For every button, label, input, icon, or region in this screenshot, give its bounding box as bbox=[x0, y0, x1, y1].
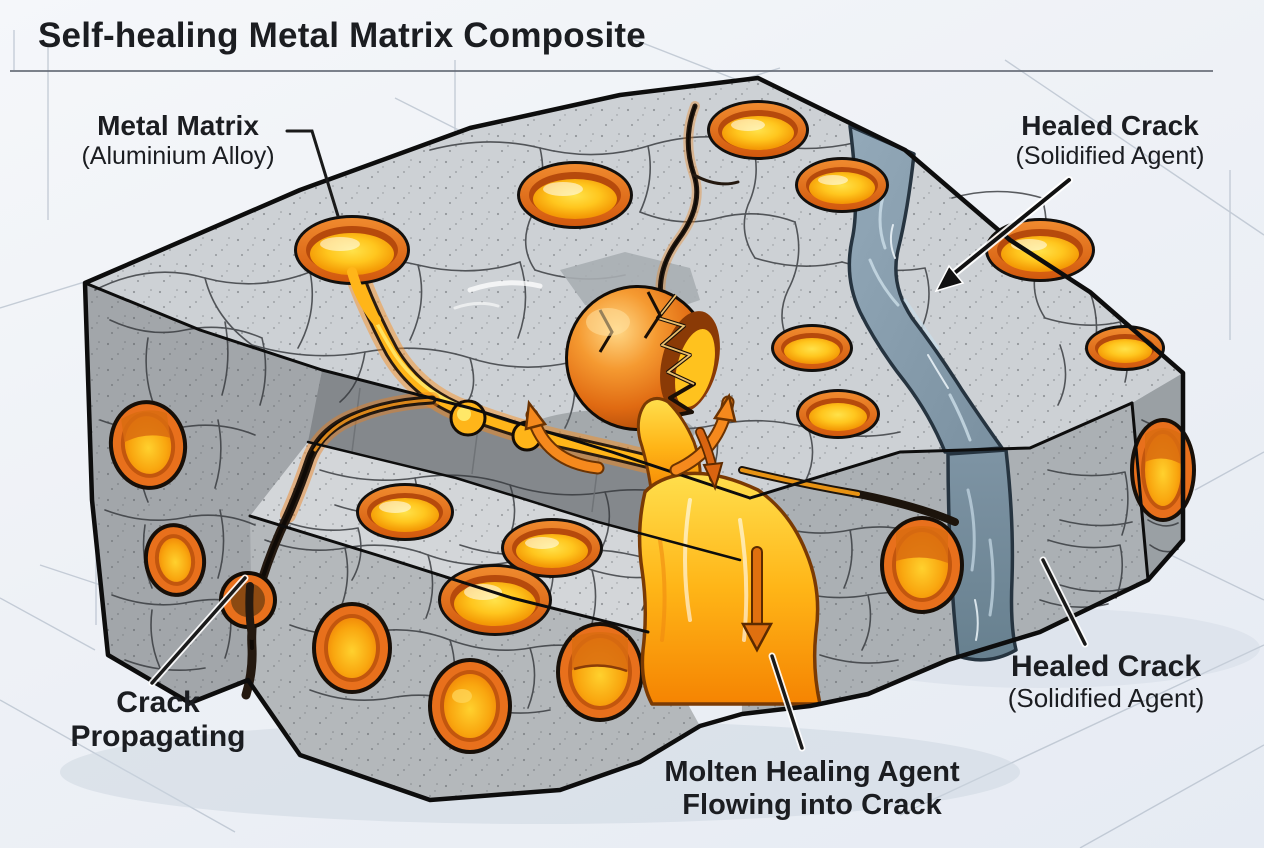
leader-healed-crack-bottom bbox=[1039, 556, 1089, 648]
capsule-top bbox=[438, 564, 552, 636]
page-title: Self-healing Metal Matrix Composite bbox=[38, 16, 646, 55]
leader-crack-propagating bbox=[148, 574, 249, 687]
capsule-top bbox=[1085, 325, 1165, 371]
capsule-top bbox=[356, 483, 454, 541]
flow-arrow-left bbox=[524, 399, 605, 475]
capsule-top bbox=[985, 218, 1095, 282]
capsule-top bbox=[796, 389, 880, 439]
block-silhouette bbox=[82, 75, 1186, 803]
leader-healed-crack-top bbox=[934, 176, 1073, 293]
label-healed-crack-bottom-name: Healed Crack bbox=[1010, 650, 1202, 683]
capsule-top bbox=[771, 324, 853, 372]
propagating-crack bbox=[219, 392, 440, 700]
label-crack-propagating-line1: Crack bbox=[116, 686, 200, 719]
molten-channel bbox=[346, 266, 662, 474]
capsule-side bbox=[1130, 418, 1196, 522]
flow-arrow-down-big bbox=[740, 546, 774, 653]
label-metal-matrix-name: Metal Matrix bbox=[97, 110, 259, 141]
capsule-leak-drip bbox=[347, 267, 381, 325]
label-healed-crack-top-name: Healed Crack bbox=[1021, 110, 1199, 141]
capsule-top bbox=[501, 518, 603, 578]
label-healed-crack-bottom: Healed Crack (Solidified Agent) bbox=[1008, 650, 1205, 714]
capsule-top bbox=[707, 100, 809, 160]
capsule-top bbox=[517, 161, 633, 229]
flow-arrows bbox=[524, 392, 774, 653]
broken-capsule-sphere bbox=[565, 285, 720, 498]
flow-arrow-down-small bbox=[695, 427, 724, 491]
label-molten-agent: Molten Healing Agent Flowing into Crack bbox=[664, 756, 959, 822]
capsule-top bbox=[795, 157, 889, 213]
capsule-side bbox=[143, 523, 207, 597]
leader-metal-matrix bbox=[285, 129, 340, 218]
label-healed-crack-bottom-detail: (Solidified Agent) bbox=[1007, 683, 1205, 714]
leader-molten-agent bbox=[768, 652, 806, 752]
label-molten-agent-line1: Molten Healing Agent bbox=[664, 756, 960, 788]
label-crack-propagating: Crack Propagating bbox=[70, 686, 245, 754]
label-metal-matrix-detail: (Aluminium Alloy) bbox=[81, 141, 275, 170]
label-healed-crack-top-detail: (Solidified Agent) bbox=[1015, 141, 1205, 170]
label-crack-propagating-line2: Propagating bbox=[70, 720, 246, 754]
capsule-side bbox=[556, 622, 644, 722]
label-metal-matrix: Metal Matrix (Aluminium Alloy) bbox=[81, 110, 274, 170]
molten-stream bbox=[637, 471, 822, 706]
capsule-top bbox=[294, 215, 410, 285]
capsule-side bbox=[428, 658, 512, 754]
flow-arrow-right bbox=[669, 392, 737, 477]
capsule-side bbox=[312, 602, 392, 694]
capsule-side bbox=[108, 400, 188, 490]
label-molten-agent-line2: Flowing into Crack bbox=[682, 789, 942, 822]
block-edges bbox=[82, 75, 1186, 803]
label-healed-crack-top: Healed Crack (Solidified Agent) bbox=[1015, 110, 1204, 170]
leader-lines bbox=[148, 129, 1089, 752]
capsule-side bbox=[880, 516, 964, 614]
